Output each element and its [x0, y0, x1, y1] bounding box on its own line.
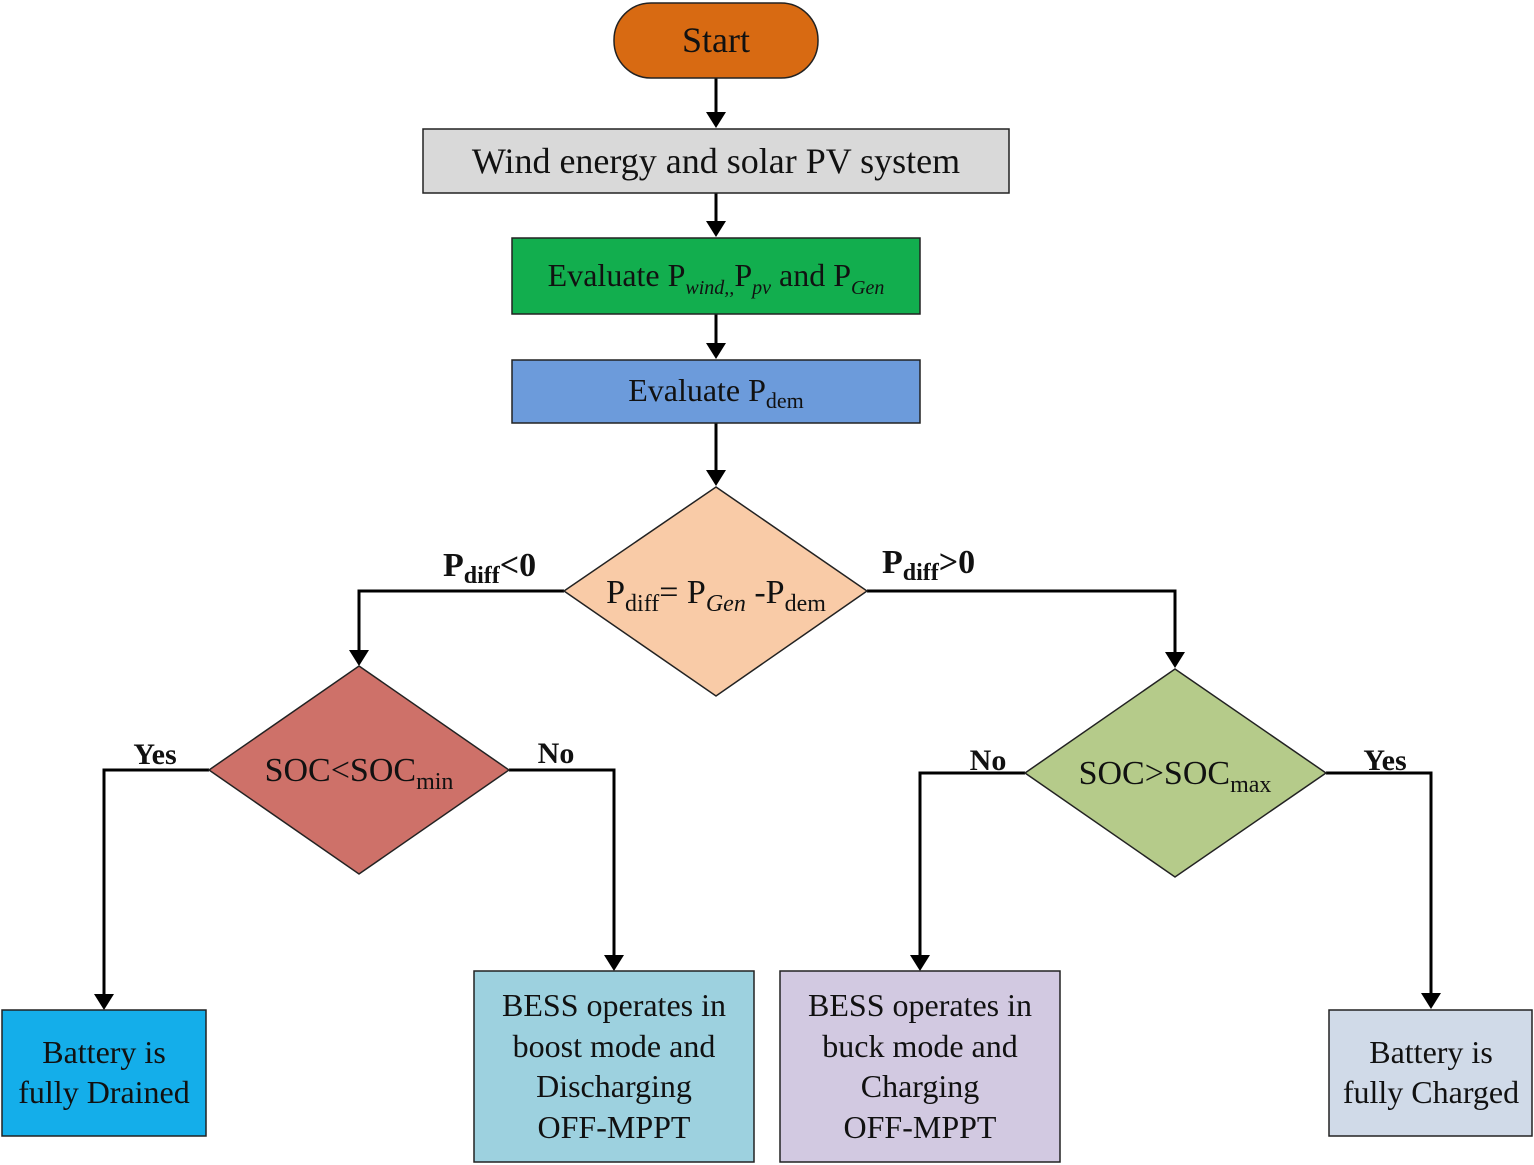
evaluate-dem-sub: dem [766, 388, 804, 413]
pdiff-decision: Pdiff= PGen -Pdem [562, 486, 869, 697]
soc-min-diamond [207, 665, 511, 875]
boost-line-3: Discharging [536, 1068, 692, 1104]
arrowhead [706, 470, 726, 486]
evaluate-gen-sub-pv: pv [750, 277, 771, 299]
buck-line-1: BESS operates in [808, 987, 1032, 1023]
arrowhead [910, 955, 930, 971]
soc-max-label: SOC>SOCmax [1079, 755, 1272, 798]
arrowhead [94, 994, 114, 1010]
evaluate-gen-prefix: Evaluate P [548, 257, 686, 293]
charged-line-2: fully Charged [1343, 1074, 1519, 1110]
boost-line-2: boost mode and [513, 1028, 716, 1064]
pdiff-label: Pdiff= PGen -Pdem [606, 574, 826, 617]
evaluate-dem-node: Evaluate Pdem [511, 359, 921, 424]
drained-box [1, 1009, 207, 1137]
evaluate-gen-label: Evaluate Pwind,,Ppv and PGen [548, 257, 885, 299]
edge-soc-max-no [918, 771, 1025, 961]
soc-min-label: SOC<SOCmin [265, 752, 454, 795]
pdiff-eq: = P [659, 574, 706, 611]
buck-line-4: OFF-MPPT [844, 1109, 997, 1145]
soc-max-diamond [1023, 668, 1328, 878]
edge-pdiff-to-soc-min [357, 589, 564, 656]
boost-box [473, 970, 755, 1163]
left-branch-sub: diff [464, 563, 501, 589]
evaluate-gen-mid1: P [734, 257, 752, 293]
evaluate-dem-label: Evaluate Pdem [628, 372, 804, 413]
arrowhead [604, 955, 624, 971]
edges [94, 78, 1441, 1010]
pdiff-sub-dem: dem [785, 591, 827, 617]
evaluate-gen-box [511, 237, 921, 315]
soc-min-decision: SOC<SOCmin [207, 665, 511, 875]
right-branch-label: Pdiff>0 [882, 544, 975, 586]
soc-max-sub: max [1230, 772, 1271, 798]
right-branch-sub: diff [903, 560, 940, 586]
right-branch-p: P [882, 544, 903, 581]
boost-line-1: BESS operates in [502, 987, 726, 1023]
arrowhead [706, 112, 726, 128]
evaluate-gen-sub-gen: Gen [851, 277, 884, 299]
charged-line-1: Battery is [1369, 1034, 1493, 1070]
drained-line-1: Battery is [42, 1034, 166, 1070]
edge-labels: Pdiff<0 Pdiff>0 Yes No No Yes [133, 544, 1406, 777]
pdiff-diamond [562, 486, 869, 697]
pdiff-sub-gen: Gen [706, 591, 746, 617]
edge-soc-min-no [509, 768, 616, 961]
drained-line-2: fully Drained [18, 1074, 190, 1110]
start-label: Start [682, 20, 750, 60]
boost-line-4: OFF-MPPT [538, 1109, 691, 1145]
soc-max-main: SOC>SOC [1079, 755, 1230, 792]
soc-min-main: SOC<SOC [265, 752, 416, 789]
pdiff-p: P [606, 574, 625, 611]
arrowhead [706, 343, 726, 359]
left-branch-rest: <0 [500, 547, 536, 584]
soc-min-sub: min [416, 769, 453, 795]
soc-min-no-label: No [538, 737, 575, 770]
edge-pdiff-to-soc-max [867, 589, 1177, 658]
system-label: Wind energy and solar PV system [472, 141, 960, 181]
system-box [422, 128, 1010, 194]
left-branch-p: P [443, 547, 464, 584]
edge-soc-max-yes [1326, 771, 1433, 999]
charged-node: Battery is fully Charged [1328, 1009, 1533, 1137]
charged-box [1328, 1009, 1533, 1137]
buck-node: BESS operates in buck mode and Charging … [779, 970, 1061, 1163]
system-node: Wind energy and solar PV system [422, 128, 1010, 194]
evaluate-dem-prefix: Evaluate P [628, 372, 766, 408]
arrowhead [706, 221, 726, 237]
boost-node: BESS operates in boost mode and Discharg… [473, 970, 755, 1163]
arrowhead [1165, 652, 1185, 668]
drained-node: Battery is fully Drained [1, 1009, 207, 1137]
arrowhead [1421, 993, 1441, 1009]
evaluate-gen-sub-wind: wind,, [685, 277, 734, 299]
soc-max-yes-label: Yes [1363, 744, 1406, 777]
soc-min-yes-label: Yes [133, 738, 176, 771]
buck-box [779, 970, 1061, 1163]
left-branch-label: Pdiff<0 [443, 547, 536, 589]
start-node: Start [613, 2, 819, 79]
soc-max-decision: SOC>SOCmax [1023, 668, 1328, 878]
evaluate-gen-mid2: and P [771, 257, 851, 293]
right-branch-rest: >0 [939, 544, 975, 581]
pdiff-sub-diff: diff [625, 591, 659, 617]
buck-line-2: buck mode and [822, 1028, 1018, 1064]
start-shape [613, 2, 819, 79]
soc-max-no-label: No [970, 744, 1007, 777]
evaluate-dem-box [511, 359, 921, 424]
buck-line-3: Charging [861, 1068, 980, 1104]
arrowhead [349, 650, 369, 666]
evaluate-gen-node: Evaluate Pwind,,Ppv and PGen [511, 237, 921, 315]
edge-soc-min-yes [102, 768, 209, 1000]
pdiff-minus: -P [746, 574, 785, 611]
